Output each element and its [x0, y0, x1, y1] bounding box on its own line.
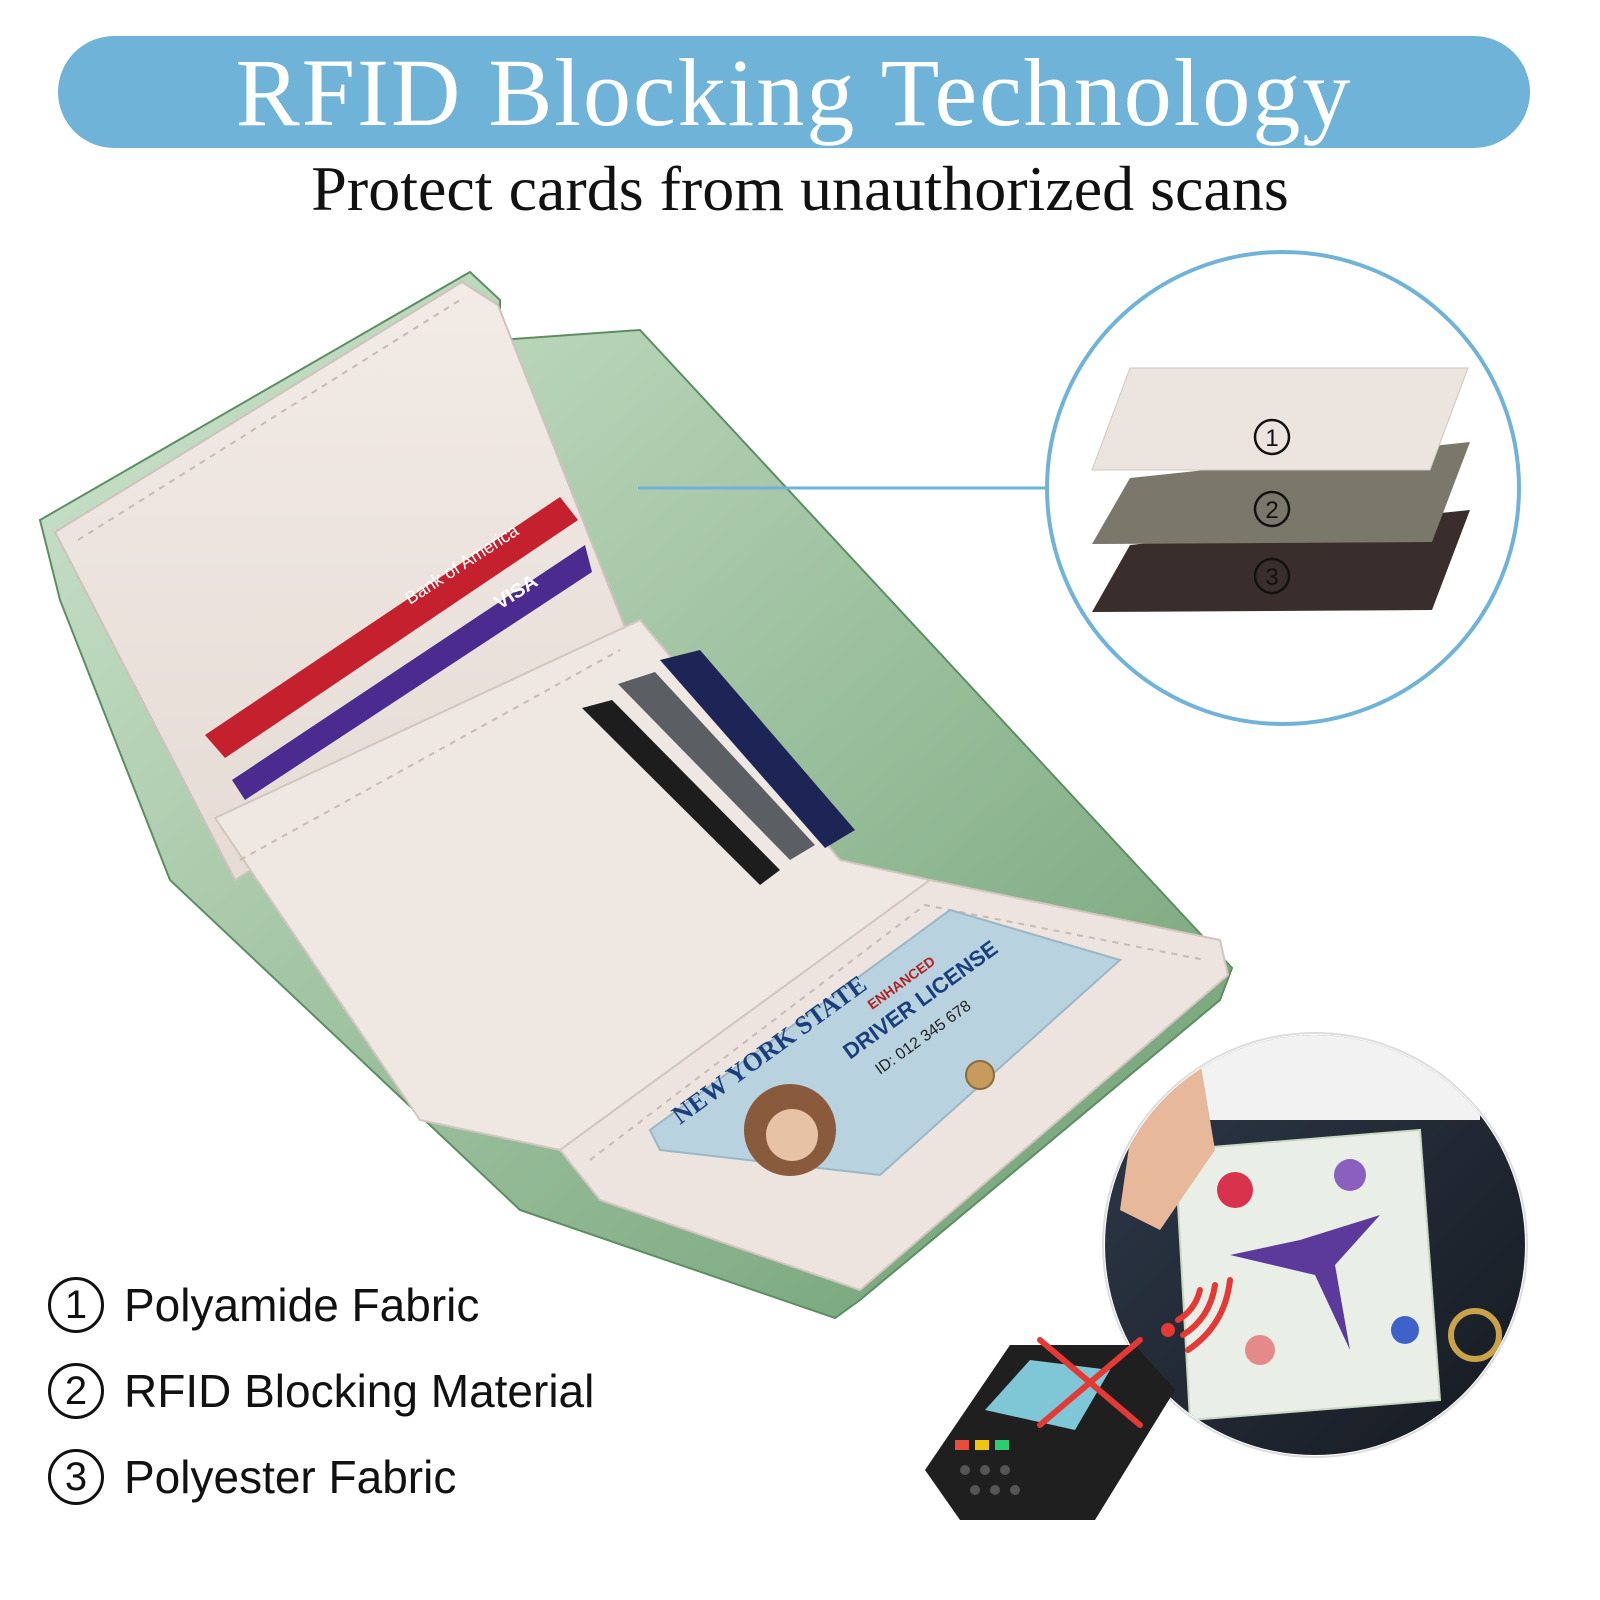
layer-1-marker — [1253, 418, 1291, 456]
layers-callout: 1 2 3 — [1045, 250, 1521, 726]
layer-2-number: 2 — [1265, 497, 1278, 524]
layer-3-number: 3 — [1265, 564, 1278, 591]
card-reader-body — [925, 1345, 1175, 1520]
title-banner: RFID Blocking Technology — [58, 36, 1530, 148]
pocket-photo — [1102, 1032, 1528, 1458]
legend-item-rfid-blocking: 2 RFID Blocking Material — [48, 1348, 594, 1434]
legend-label: RFID Blocking Material — [124, 1365, 595, 1417]
layer-3-marker — [1253, 557, 1291, 595]
layer-1-number: 1 — [1265, 425, 1278, 452]
legend-number-2: 2 — [48, 1363, 104, 1419]
card-grey — [618, 672, 815, 860]
no-scan-cross-icon — [1037, 1337, 1143, 1428]
id-photo-face — [766, 1109, 818, 1161]
layer-2-marker — [1253, 490, 1291, 528]
card-reader-screen — [985, 1360, 1110, 1430]
keyring — [1448, 1308, 1502, 1362]
layer-1-sheet — [1091, 367, 1469, 471]
page-title: RFID Blocking Technology — [235, 38, 1353, 146]
card-navy — [660, 650, 855, 848]
legend-number-1: 1 — [48, 1277, 104, 1333]
card-red — [205, 497, 578, 758]
hummingbird — [1230, 1215, 1380, 1350]
legend-number-3: 3 — [48, 1449, 104, 1505]
wireless-signal-icon — [1175, 1277, 1233, 1353]
materials-legend: 1 Polyamide Fabric 2 RFID Blocking Mater… — [48, 1262, 594, 1520]
legend-label: Polyester Fabric — [124, 1451, 457, 1503]
card-reader — [925, 1277, 1233, 1520]
card-purple — [232, 545, 592, 800]
legend-label: Polyamide Fabric — [124, 1279, 480, 1331]
card-black — [582, 700, 780, 885]
legend-item-polyester: 3 Polyester Fabric — [48, 1434, 594, 1520]
wallet: Bank of America VISA NEW YORK STATE ENHA… — [38, 270, 1234, 1320]
pocket-wallet — [1173, 1128, 1442, 1422]
snap-button — [965, 1060, 995, 1090]
page-subtitle: Protect cards from unauthorized scans — [311, 153, 1289, 224]
wallet-back-panel — [53, 280, 632, 882]
wallet-stitching — [77, 299, 1206, 1161]
legend-item-polyamide: 1 Polyamide Fabric — [48, 1262, 594, 1348]
